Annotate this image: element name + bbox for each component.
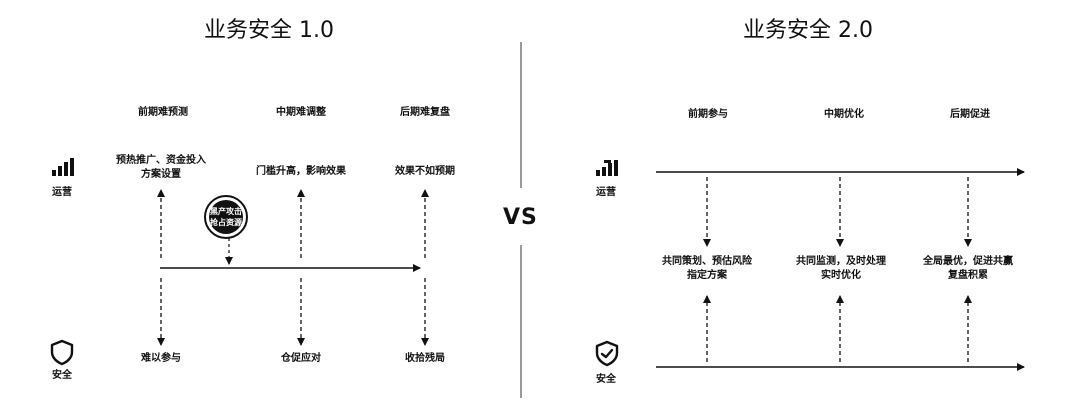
badge-fill — [209, 200, 243, 234]
right-note-3-line1: 全局最优，促进共赢 — [923, 256, 1013, 267]
bar-chart-icon — [52, 158, 74, 176]
left-phase-3: 后期难复盘 — [400, 107, 450, 118]
right-ops-label: 运营 — [596, 187, 616, 198]
right-note-1-line2: 指定方案 — [687, 270, 727, 281]
right-note-3: 全局最优，促进共赢 复盘积累 — [906, 255, 1030, 283]
left-phase-1: 前期难预测 — [138, 107, 188, 118]
vs-label: VS — [503, 205, 538, 230]
right-title: 业务安全 2.0 — [743, 18, 873, 43]
shield-icon — [50, 339, 74, 366]
attack-badge: 黑产攻击 抢占资源 — [206, 206, 246, 228]
right-note-1-line1: 共同策划、预估风险 — [662, 256, 752, 267]
right-phase-3: 后期促进 — [950, 109, 990, 120]
right-phase-2: 中期优化 — [824, 109, 864, 120]
right-note-2-line1: 共同监测，及时处理 — [796, 256, 886, 267]
left-ops-label: 运营 — [52, 187, 72, 198]
right-phase-1: 前期参与 — [688, 109, 728, 120]
left-sec-note-1: 难以参与 — [141, 353, 181, 364]
left-sec-label: 安全 — [52, 370, 72, 381]
left-phase-2: 中期难调整 — [276, 107, 326, 118]
left-ops-note-1-line2: 方案设置 — [141, 169, 181, 180]
left-ops-note-3: 效果不如预期 — [395, 166, 455, 177]
left-ops-note-1-line1: 预热推广、资金投入 — [116, 155, 206, 166]
right-sec-label: 安全 — [596, 374, 616, 385]
attack-badge-line1: 黑产攻击 — [210, 207, 242, 216]
right-note-2: 共同监测，及时处理 实时优化 — [779, 255, 903, 283]
left-sec-note-2: 仓促应对 — [281, 353, 321, 364]
shield-check-icon — [595, 340, 619, 367]
right-note-1: 共同策划、预估风险 指定方案 — [645, 255, 769, 283]
left-ops-note-1: 预热推广、资金投入 方案设置 — [101, 154, 221, 182]
left-ops-note-2: 门槛升高，影响效果 — [256, 166, 346, 177]
bar-chart-icon — [596, 160, 618, 176]
attack-badge-line2: 抢占资源 — [210, 218, 242, 227]
left-sec-note-3: 收拾残局 — [405, 353, 445, 364]
right-note-3-line2: 复盘积累 — [948, 270, 988, 281]
left-title: 业务安全 1.0 — [204, 18, 334, 43]
right-note-2-line2: 实时优化 — [821, 270, 861, 281]
